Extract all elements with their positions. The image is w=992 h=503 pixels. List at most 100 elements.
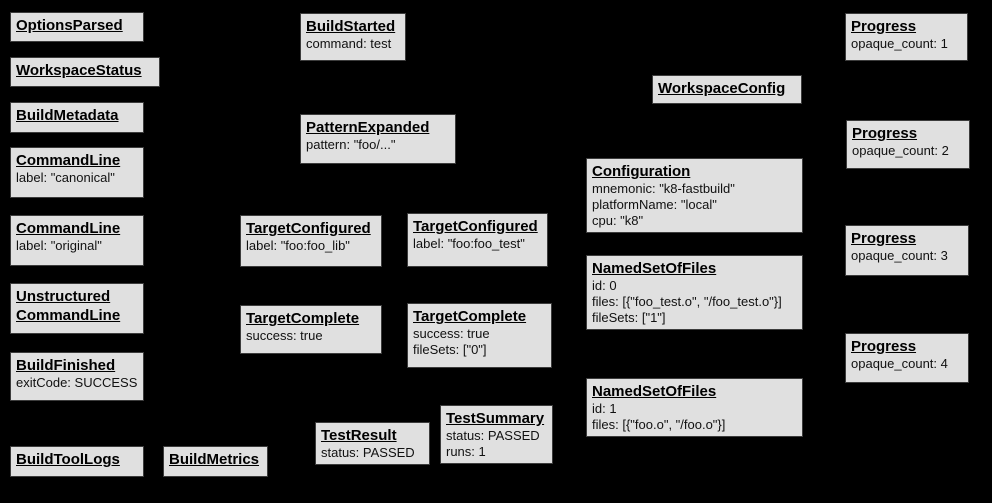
node-title: Progress bbox=[851, 17, 962, 36]
node-title: BuildMetrics bbox=[169, 450, 262, 469]
node-title: BuildStarted bbox=[306, 17, 400, 36]
node-title: BuildMetadata bbox=[16, 106, 138, 125]
node-title: TargetConfigured bbox=[246, 219, 376, 238]
node-attribute: success: true bbox=[413, 326, 490, 341]
node-title: OptionsParsed bbox=[16, 16, 138, 35]
node-title: TargetComplete bbox=[413, 307, 546, 326]
node-attribute: files: [{"foo_test.o", "/foo_test.o"}] bbox=[592, 294, 782, 309]
node-title: TargetConfigured bbox=[413, 217, 542, 236]
node-build-tool-logs: BuildToolLogs bbox=[10, 446, 144, 477]
node-attribute: mnemonic: "k8-fastbuild" bbox=[592, 181, 735, 196]
node-title: Progress bbox=[852, 124, 964, 143]
node-title-line: TargetConfigured bbox=[413, 218, 538, 235]
node-title-line: OptionsParsed bbox=[16, 17, 123, 34]
node-title-line: Progress bbox=[851, 18, 917, 35]
node-build-metrics: BuildMetrics bbox=[163, 446, 268, 477]
node-title: BuildToolLogs bbox=[16, 450, 138, 469]
node-title-line: CommandLine bbox=[16, 307, 121, 324]
node-title-line: TargetConfigured bbox=[246, 220, 371, 237]
node-title-line: TargetComplete bbox=[246, 310, 360, 327]
node-title-line: WorkspaceStatus bbox=[16, 62, 142, 79]
node-title: NamedSetOfFiles bbox=[592, 259, 797, 278]
node-attribute: status: PASSED bbox=[321, 445, 415, 460]
node-title: TestResult bbox=[321, 426, 424, 445]
node-title-line: TestResult bbox=[321, 427, 397, 444]
node-title: TestSummary bbox=[446, 409, 547, 428]
node-attribute: id: 1 bbox=[592, 401, 617, 416]
node-title-line: BuildMetadata bbox=[16, 107, 119, 124]
node-title-line: PatternExpanded bbox=[306, 119, 430, 136]
node-attribute: fileSets: ["0"] bbox=[413, 342, 487, 357]
node-title-line: CommandLine bbox=[16, 152, 121, 169]
node-attribute: label: "foo:foo_test" bbox=[413, 236, 525, 251]
node-title-line: BuildMetrics bbox=[169, 451, 260, 468]
node-title: Progress bbox=[851, 229, 963, 248]
node-attribute: files: [{"foo.o", "/foo.o"}] bbox=[592, 417, 726, 432]
node-attribute: label: "canonical" bbox=[16, 170, 115, 185]
node-title: Progress bbox=[851, 337, 963, 356]
node-title-line: Unstructured bbox=[16, 288, 111, 305]
node-attribute: label: "foo:foo_lib" bbox=[246, 238, 350, 253]
node-attribute: platformName: "local" bbox=[592, 197, 717, 212]
node-attribute: success: true bbox=[246, 328, 323, 343]
node-title: WorkspaceConfig bbox=[658, 79, 796, 98]
node-title-line: BuildToolLogs bbox=[16, 451, 120, 468]
node-workspace-config: WorkspaceConfig bbox=[652, 75, 802, 104]
node-title: NamedSetOfFiles bbox=[592, 382, 797, 401]
node-title-line: Progress bbox=[851, 230, 917, 247]
node-attribute: pattern: "foo/..." bbox=[306, 137, 396, 152]
node-title: PatternExpanded bbox=[306, 118, 450, 137]
node-attribute: runs: 1 bbox=[446, 444, 486, 459]
node-attribute: opaque_count: 3 bbox=[851, 248, 948, 263]
node-attribute: opaque_count: 4 bbox=[851, 356, 948, 371]
node-title-line: NamedSetOfFiles bbox=[592, 383, 717, 400]
node-title: WorkspaceStatus bbox=[16, 61, 154, 80]
node-attribute: opaque_count: 1 bbox=[851, 36, 948, 51]
node-options-parsed: OptionsParsed bbox=[10, 12, 144, 42]
node-attribute: id: 0 bbox=[592, 278, 617, 293]
node-title-line: Progress bbox=[851, 338, 917, 355]
node-build-metadata: BuildMetadata bbox=[10, 102, 144, 133]
node-workspace-status: WorkspaceStatus bbox=[10, 57, 160, 87]
node-title-line: Progress bbox=[852, 125, 918, 142]
node-attribute: opaque_count: 2 bbox=[852, 143, 949, 158]
node-title: CommandLine bbox=[16, 219, 138, 238]
node-title-line: TestSummary bbox=[446, 410, 545, 427]
node-attribute: command: test bbox=[306, 36, 392, 51]
node-attribute: fileSets: ["1"] bbox=[592, 310, 666, 325]
node-attribute: status: PASSED bbox=[446, 428, 540, 443]
node-title-line: CommandLine bbox=[16, 220, 121, 237]
node-title-line: TargetComplete bbox=[413, 308, 527, 325]
node-title: Configuration bbox=[592, 162, 797, 181]
node-title-line: BuildFinished bbox=[16, 357, 116, 374]
node-attribute: cpu: "k8" bbox=[592, 213, 644, 228]
node-title: BuildFinished bbox=[16, 356, 138, 375]
node-attribute: label: "original" bbox=[16, 238, 102, 253]
node-title: TargetComplete bbox=[246, 309, 376, 328]
node-title-line: Configuration bbox=[592, 163, 691, 180]
node-title: CommandLine bbox=[16, 151, 138, 170]
node-title-line: WorkspaceConfig bbox=[658, 80, 786, 97]
node-title-line: NamedSetOfFiles bbox=[592, 260, 717, 277]
